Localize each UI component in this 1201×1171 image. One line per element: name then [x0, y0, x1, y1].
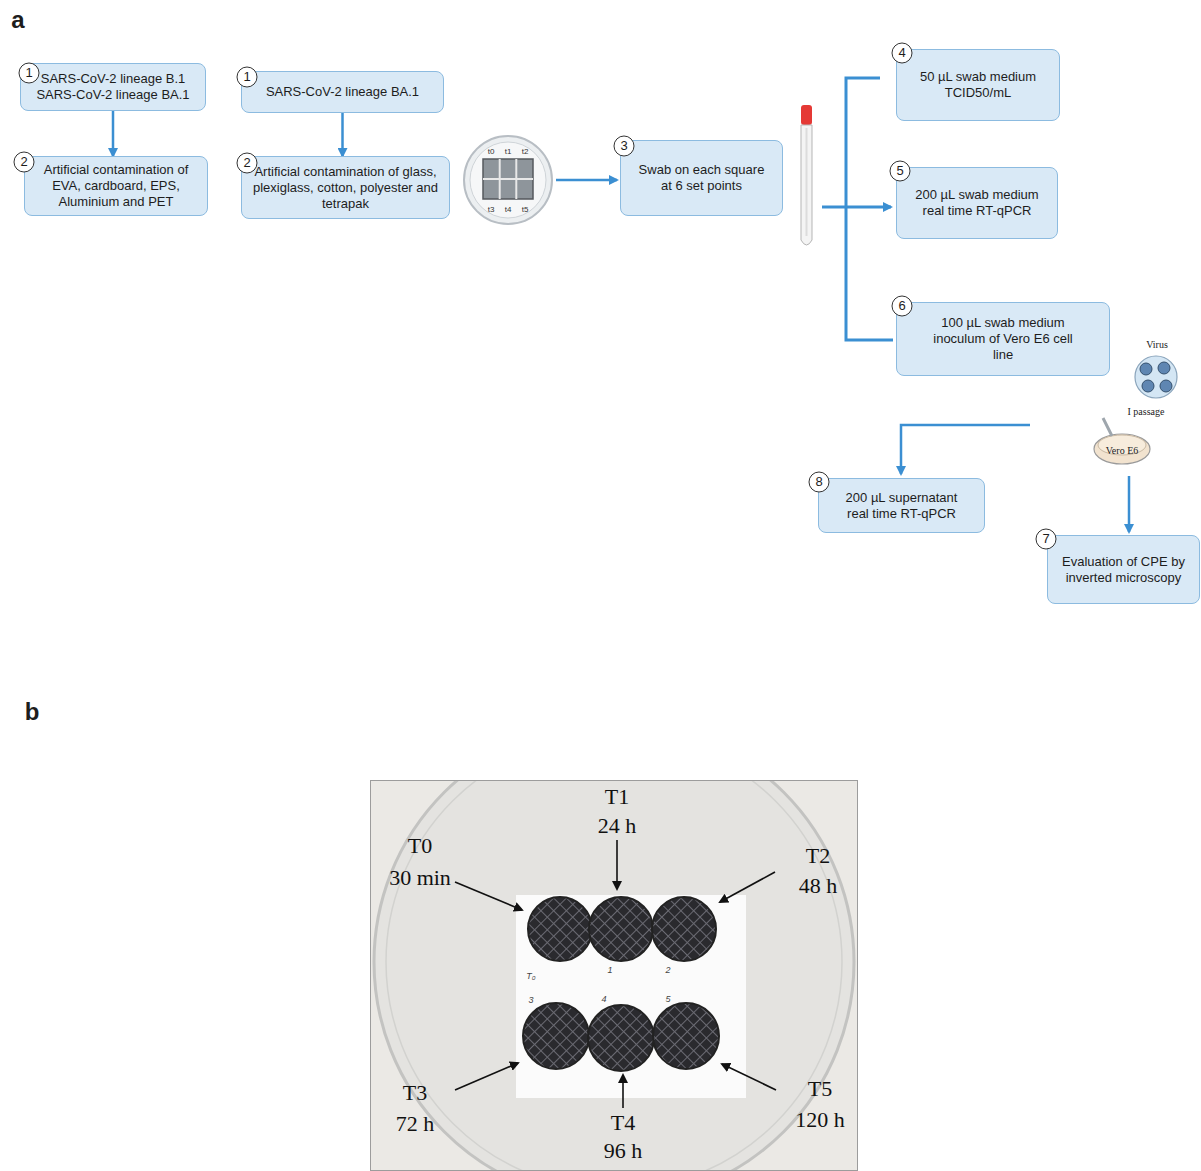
- time-point-label: T2: [806, 843, 830, 869]
- process-box: Artificial contamination of glass, plexi…: [241, 156, 450, 219]
- illustration-label: Vero E6: [1106, 445, 1139, 456]
- time-point-label: T3: [403, 1080, 427, 1106]
- well-label: t4: [505, 205, 512, 214]
- box-text: 200 µL supernatant real time RT-qPCR: [835, 490, 968, 522]
- process-box: Evaluation of CPE by inverted microscopy: [1047, 535, 1200, 604]
- well-label: t1: [505, 147, 512, 156]
- time-label: 72 h: [396, 1111, 435, 1137]
- box-text: Artificial contamination of EVA, cardboa…: [33, 162, 199, 210]
- swab-tube: [801, 105, 812, 245]
- time-label: 30 min: [389, 865, 451, 891]
- callout-number: 2: [237, 153, 258, 174]
- callout-number: 1: [19, 63, 40, 84]
- time-point-label: T0: [408, 833, 432, 859]
- split-bracket: [822, 78, 893, 340]
- leader-arrow: [455, 840, 776, 1108]
- process-box: SARS-CoV-2 lineage BA.1: [241, 71, 444, 113]
- well-label: t0: [488, 147, 495, 156]
- time-label: 120 h: [795, 1107, 845, 1133]
- handwritten-mark: 2: [665, 965, 670, 975]
- callout-number: 2: [14, 152, 35, 173]
- time-label: 96 h: [604, 1138, 643, 1164]
- process-box: 200 µL swab medium real time RT-qPCR: [896, 167, 1058, 239]
- time-point-label: T4: [611, 1110, 635, 1136]
- callout-number: 3: [614, 136, 635, 157]
- handwritten-mark: 4: [601, 994, 606, 1004]
- process-box: Artificial contamination of EVA, cardboa…: [24, 156, 208, 216]
- well-label: t2: [522, 147, 529, 156]
- flow-arrow: [556, 179, 617, 182]
- illustration-label: I passage: [1128, 406, 1165, 417]
- callout-number: 1: [237, 67, 258, 88]
- process-box: 100 µL swab medium inoculum of Vero E6 c…: [896, 302, 1110, 376]
- flow-connector: [341, 113, 344, 156]
- box-text: 200 µL swab medium real time RT-qPCR: [907, 187, 1047, 219]
- time-point-label: T5: [808, 1076, 832, 1102]
- panel-letter: a: [11, 6, 24, 34]
- callout-number: 5: [890, 161, 911, 182]
- callout-number: 4: [892, 43, 913, 64]
- box-text: Artificial contamination of glass, plexi…: [248, 164, 443, 212]
- photo-frame: [371, 781, 858, 1171]
- process-box: SARS-CoV-2 lineage B.1 SARS-CoV-2 lineag…: [20, 63, 206, 111]
- box-text: SARS-CoV-2 lineage BA.1: [266, 84, 419, 100]
- handwritten-mark: 5: [665, 994, 670, 1004]
- box-text: 50 µL swab medium TCID50/mL: [909, 69, 1047, 101]
- handwritten-mark: T₀: [526, 971, 535, 981]
- process-box: 50 µL swab medium TCID50/mL: [896, 49, 1060, 121]
- panel-letter: b: [25, 698, 40, 726]
- box-text: Evaluation of CPE by inverted microscopy: [1055, 554, 1192, 586]
- callout-number: 8: [809, 472, 830, 493]
- handwritten-mark: 3: [528, 995, 533, 1005]
- time-label: 48 h: [799, 873, 838, 899]
- well-label: t5: [522, 205, 529, 214]
- process-box: Swab on each square at 6 set points: [620, 140, 783, 216]
- petri-dish-icon: [464, 136, 552, 224]
- box-text: Swab on each square at 6 set points: [633, 162, 770, 194]
- illustration-label: Virus: [1146, 339, 1168, 350]
- callout-number: 6: [892, 296, 913, 317]
- time-point-label: T1: [605, 784, 629, 810]
- sample-photo: [370, 780, 858, 1171]
- time-label: 24 h: [598, 813, 637, 839]
- handwritten-mark: 1: [607, 965, 612, 975]
- process-box: 200 µL supernatant real time RT-qPCR: [818, 478, 985, 533]
- flow-connector: [112, 111, 115, 156]
- well-label: t3: [488, 205, 495, 214]
- box-text: 100 µL swab medium inoculum of Vero E6 c…: [927, 315, 1079, 363]
- callout-number: 7: [1036, 529, 1057, 550]
- box-text: SARS-CoV-2 lineage B.1 SARS-CoV-2 lineag…: [31, 71, 195, 103]
